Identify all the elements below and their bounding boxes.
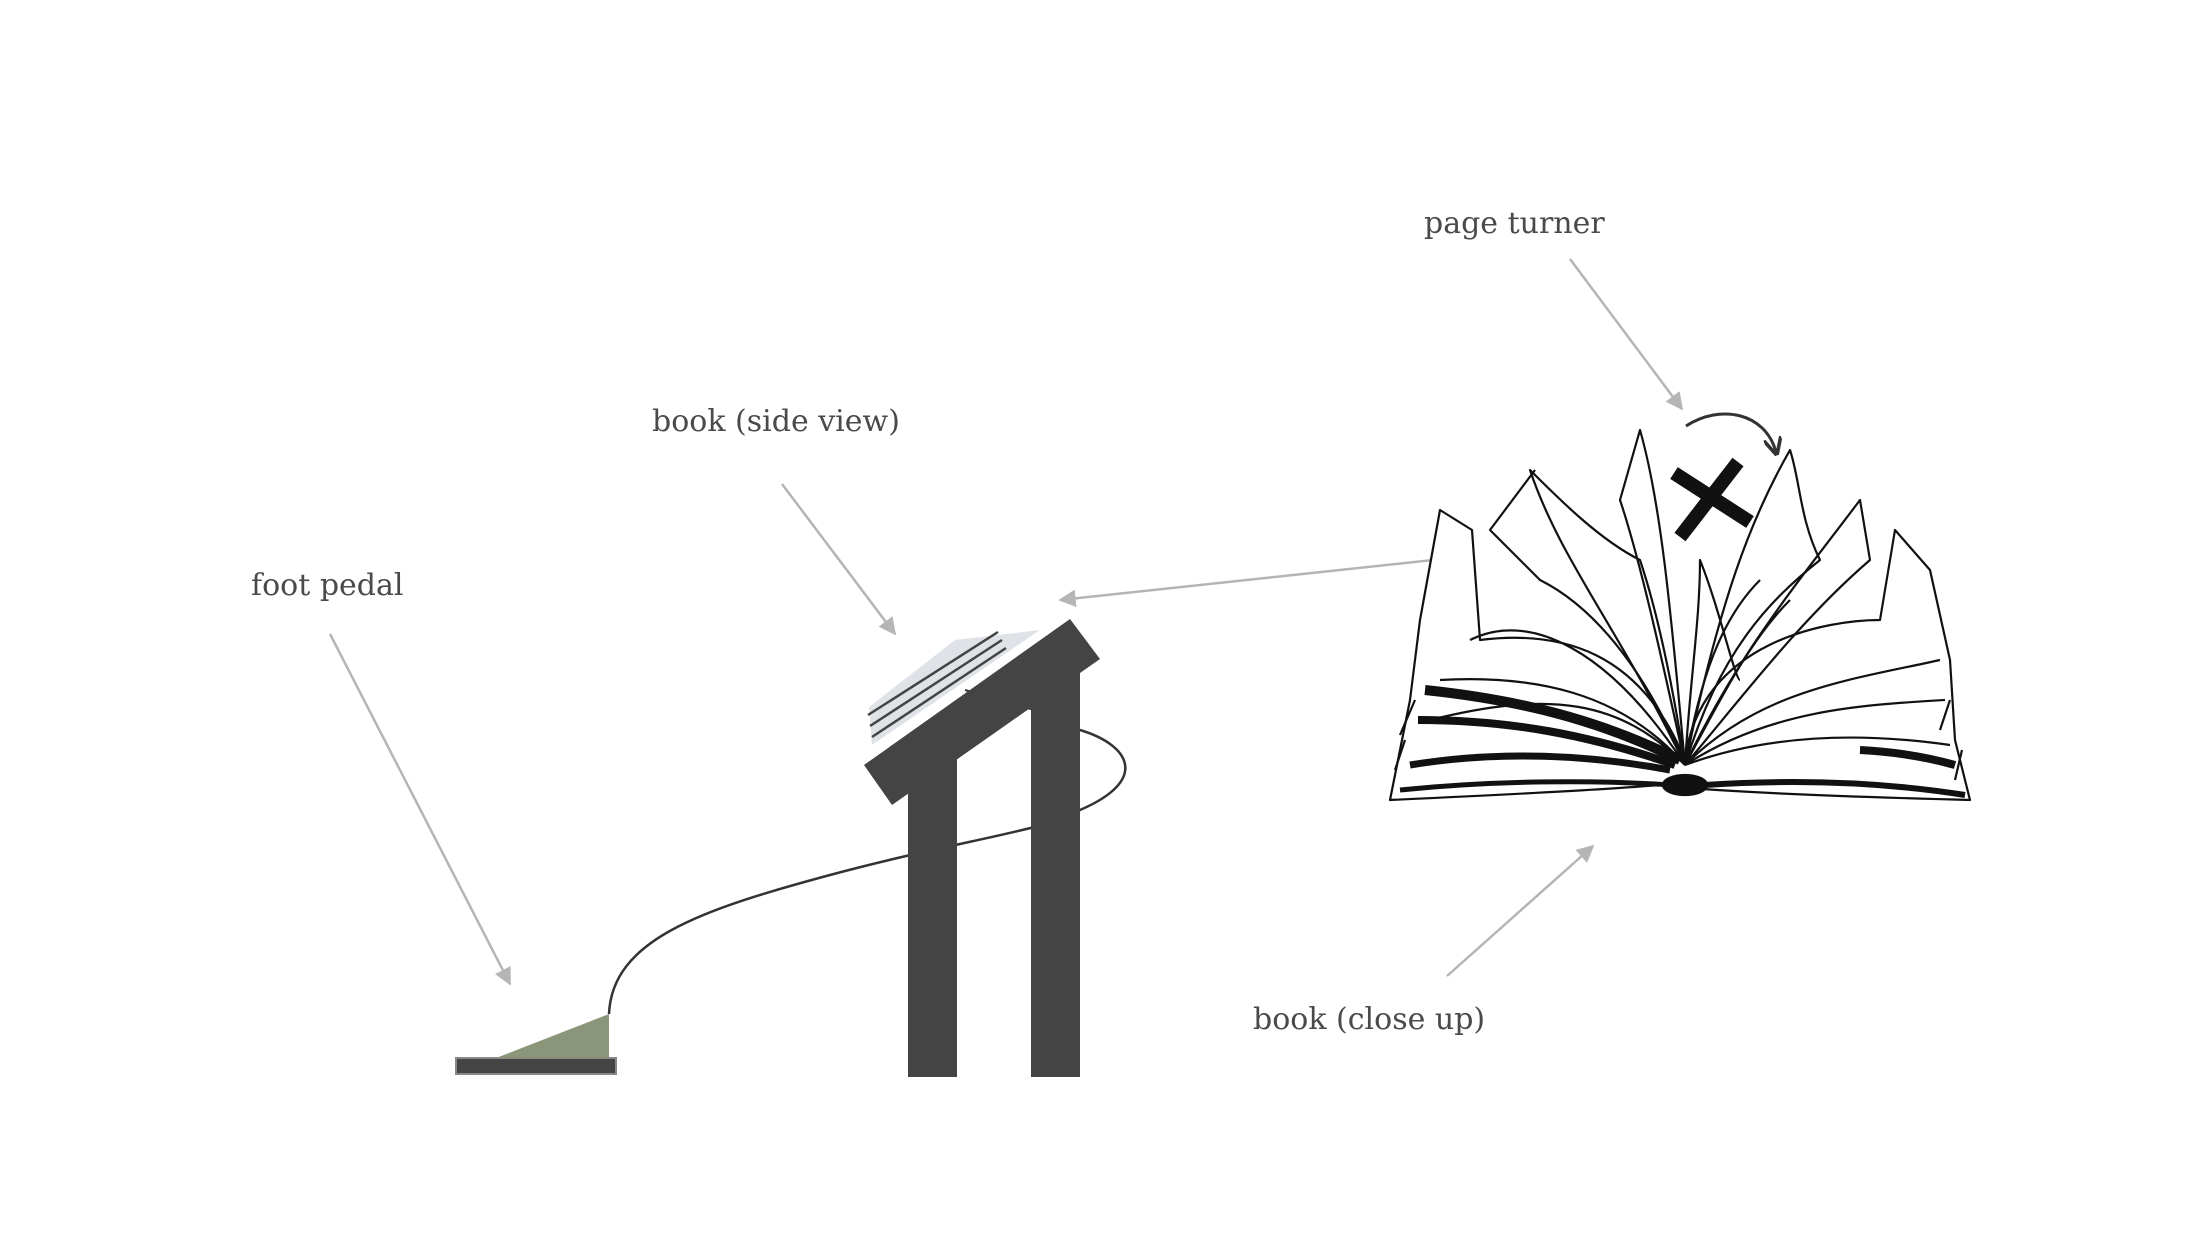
arrow-closeup-to-side xyxy=(1058,558,1434,608)
foot-pedal xyxy=(455,1014,617,1075)
turner-cross-icon xyxy=(1670,457,1754,542)
rotation-arrow-icon xyxy=(1685,412,1776,452)
stand-leg-front xyxy=(908,757,957,1077)
arrow-book-close-up xyxy=(1446,844,1595,977)
label-page-turner: page turner xyxy=(1424,206,1605,241)
arrow-book-side-view xyxy=(781,483,897,636)
stand-leg-back xyxy=(1031,672,1080,1077)
page-turner xyxy=(1670,412,1776,542)
arrow-page-turner xyxy=(1568,258,1684,411)
arrow-foot-pedal xyxy=(328,633,512,986)
label-book-side-view: book (side view) xyxy=(652,404,900,439)
book-close-up xyxy=(1388,428,1972,802)
label-foot-pedal: foot pedal xyxy=(251,568,403,603)
pedal-wedge xyxy=(496,1014,609,1058)
pedal-base xyxy=(455,1057,617,1075)
stand-desk-board xyxy=(864,619,1100,805)
label-book-close-up: book (close up) xyxy=(1253,1002,1485,1037)
book-side-body xyxy=(869,630,1040,745)
book-stand xyxy=(864,619,1100,1077)
pointer-arrows xyxy=(328,258,1684,986)
book-side-view xyxy=(867,630,1040,745)
